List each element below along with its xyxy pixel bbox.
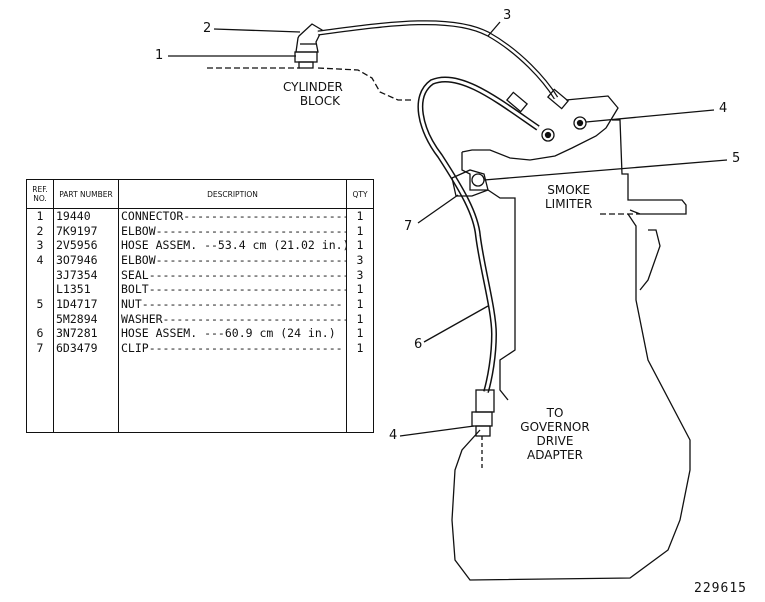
smoke-limiter-housing	[461, 95, 619, 161]
hose-3	[317, 20, 559, 100]
header-desc: DESCRIPTION	[118, 179, 347, 209]
callout-3: 3	[503, 8, 512, 23]
callout-7: 7	[404, 219, 413, 234]
elbow-2	[295, 23, 323, 53]
figure-number: 229615	[694, 581, 747, 596]
header-ref: REF. NO.	[26, 179, 54, 209]
callout-2: 2	[203, 21, 212, 36]
callout-6: 6	[414, 337, 423, 352]
table-filler-row	[26, 355, 374, 433]
callout-1: 1	[155, 48, 164, 63]
header-qty: QTY	[346, 179, 374, 209]
callout-5: 5	[732, 151, 741, 166]
callout-4-top: 4	[719, 101, 728, 116]
header-part: PART NUMBER	[53, 179, 119, 209]
connector-1	[294, 51, 318, 63]
cylinder-block-outline	[207, 67, 412, 101]
callout-4-bottom: 4	[389, 428, 398, 443]
